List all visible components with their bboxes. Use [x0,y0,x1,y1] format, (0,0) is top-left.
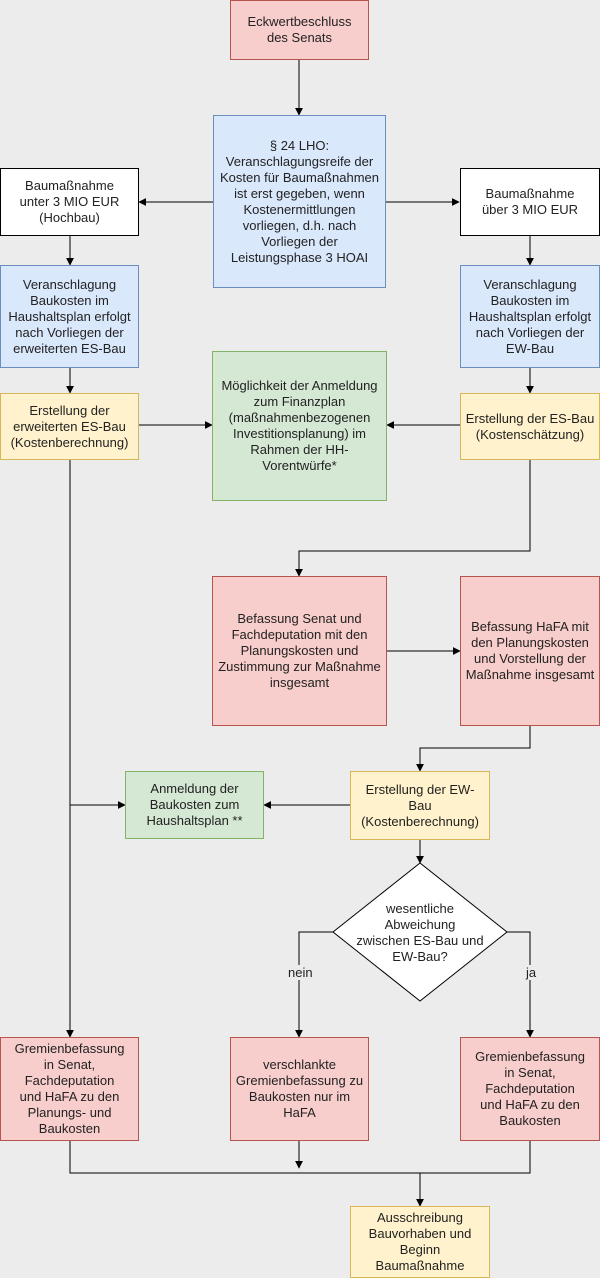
edge-es-befassung-senat [295,460,531,577]
edge-decision-nein [295,931,333,1038]
erstellung-erweiterte-es-bau-node: Erstellung der erweiterten ES-Bau (Koste… [0,393,139,460]
gremienbefassung-left-node: Gremienbefassung in Senat, Fachdeputatio… [0,1037,139,1141]
edge-label-nein: nein [285,965,316,980]
befassung-hafa-node: Befassung HaFA mit den Planungskosten un… [460,576,600,726]
erstellung-ew-bau-node: Erstellung der EW-Bau (Kostenberechnung) [350,771,490,840]
veranschlagung-left-node: Veranschlagung Baukosten im Haushaltspla… [0,265,139,368]
gremienbefassung-right-node: Gremienbefassung in Senat, Fachdeputatio… [460,1037,600,1141]
moeglichkeit-node: Möglichkeit der Anmeldung zum Finanzplan… [212,351,387,501]
edge-left-bottom [69,1141,531,1174]
ausschreibung-node: Ausschreibung Bauvorhaben und Beginn Bau… [350,1206,490,1278]
verschlankte-gremienbefassung-node: verschlankte Gremienbefassung zu Baukost… [230,1037,369,1141]
unter-3-mio-node: Baumaßnahme unter 3 MIO EUR (Hochbau) [0,168,139,236]
befassung-senat-node: Befassung Senat und Fachdeputation mit d… [212,576,387,726]
edge-decision-ja [507,931,534,1038]
veranschlagung-right-node: Veranschlagung Baukosten im Haushaltspla… [460,265,600,368]
erstellung-es-bau-node: Erstellung der ES-Bau (Kostenschätzung) [460,393,600,460]
eckwertbeschluss-node: Eckwertbeschluss des Senats [230,0,369,60]
anmeldung-baukosten-node: Anmeldung der Baukosten zum Haushaltspla… [125,771,264,839]
ueber-3-mio-node: Baumaßnahme über 3 MIO EUR [460,168,600,236]
lho-node: § 24 LHO: Veranschlagungsreife der Koste… [213,115,386,288]
edge-label-ja: ja [523,965,540,980]
decision-diamond [332,862,508,1002]
decision-text: wesentliche Abweichung zwischen ES-Bau u… [356,901,484,964]
edge-hafa-ew [416,726,531,772]
